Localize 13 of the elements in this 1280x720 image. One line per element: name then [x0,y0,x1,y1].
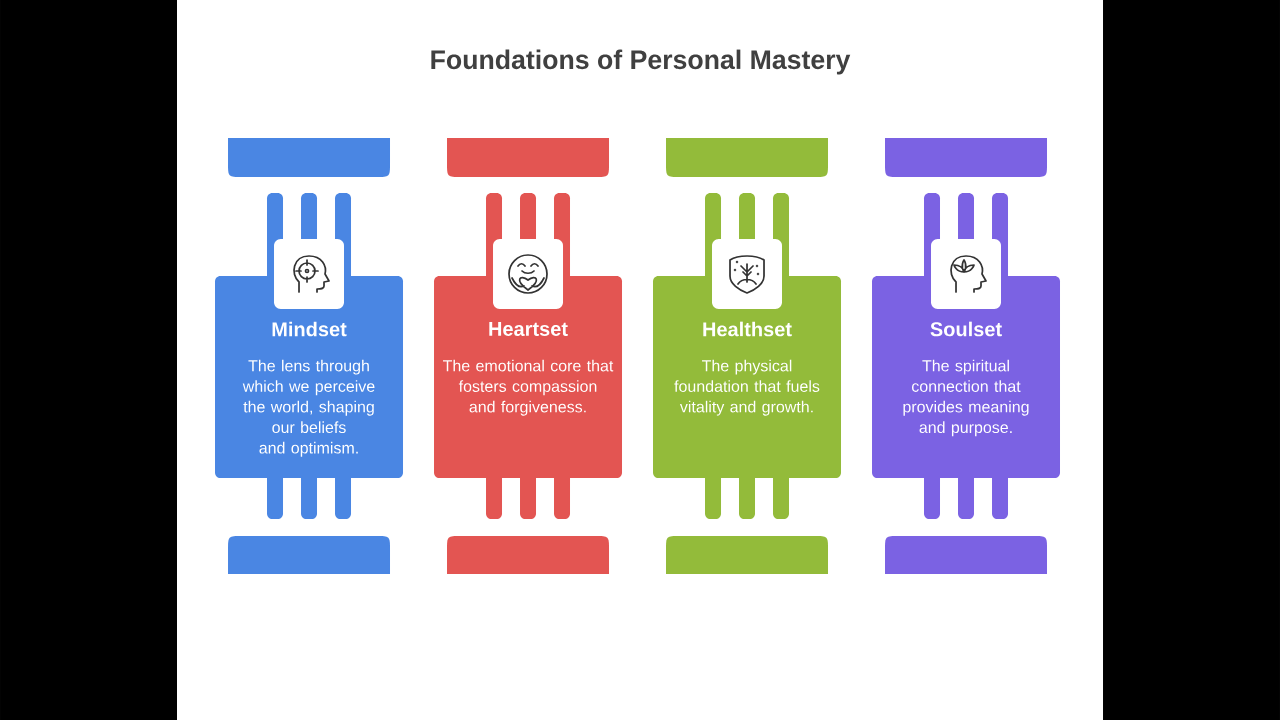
pillar-box [653,276,841,478]
heading: Heartset [489,322,568,336]
heading: Healthset [703,321,792,337]
heading: Mindset [272,321,347,337]
title: Foundations of Personal Mastery [431,49,851,75]
pillar-box [434,276,622,478]
pillar-box [215,276,403,478]
heading: Soulset [930,321,1002,337]
description: The lens through which we perceive the world, shaping our beliefs and optimism. [242,359,375,457]
description: The spiritual connection that provides meaning and purpose. [903,359,1029,437]
description: The physical foundation that fuels vitality and growth. [674,359,820,416]
description: The emotional core that fosters compassion and forgiveness. [443,359,614,416]
pillar-box [872,276,1060,478]
